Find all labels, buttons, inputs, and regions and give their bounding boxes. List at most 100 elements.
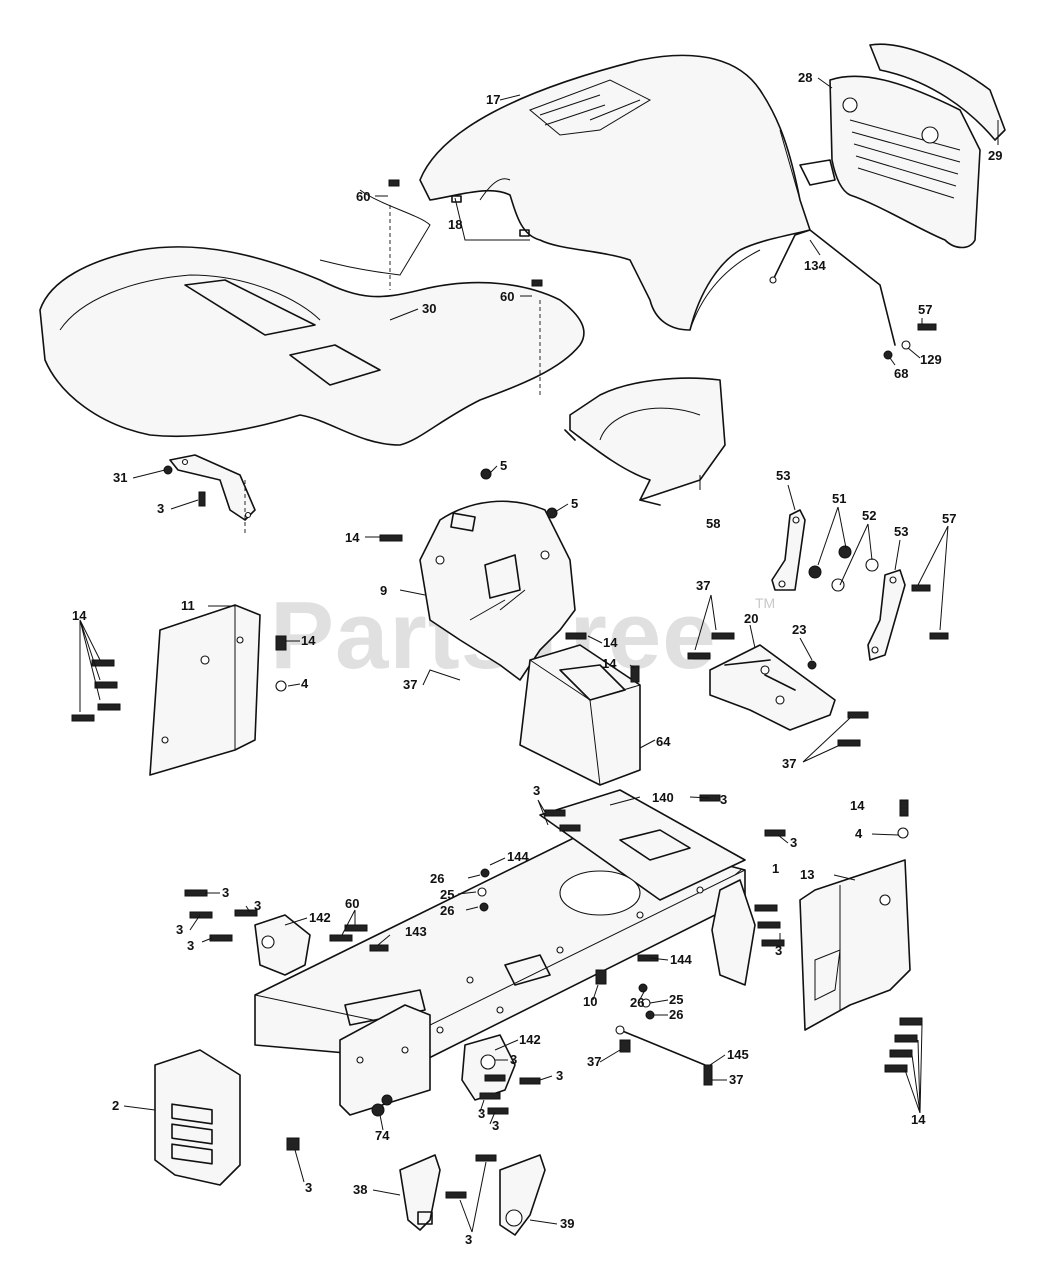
callout-4: 4 bbox=[301, 676, 309, 691]
nut-icon bbox=[645, 1010, 655, 1020]
grille-cover-part-29[interactable] bbox=[869, 43, 1006, 141]
callout-3: 3 bbox=[187, 938, 194, 953]
bolt-icon bbox=[917, 323, 937, 331]
callout-57: 57 bbox=[942, 511, 956, 526]
bracket-part-39[interactable] bbox=[499, 1154, 546, 1236]
callout-10: 10 bbox=[583, 994, 597, 1009]
frame-plate[interactable] bbox=[339, 1004, 431, 1116]
clip-icon bbox=[519, 229, 530, 237]
nut-icon bbox=[480, 868, 490, 878]
nut-icon bbox=[838, 545, 852, 559]
callout-13: 13 bbox=[800, 867, 814, 882]
callout-37: 37 bbox=[403, 677, 417, 692]
callout-39: 39 bbox=[560, 1216, 574, 1231]
callout-31: 31 bbox=[113, 470, 127, 485]
nut-icon bbox=[163, 465, 173, 475]
fender-part-30[interactable] bbox=[39, 189, 585, 446]
bolt-icon bbox=[344, 924, 368, 932]
callout-129: 129 bbox=[920, 352, 942, 367]
main-frame-part-1[interactable] bbox=[254, 789, 746, 1061]
bracket-part-53-right[interactable] bbox=[867, 569, 906, 661]
callout-3: 3 bbox=[775, 943, 782, 958]
bracket-part-53-left[interactable] bbox=[771, 509, 806, 591]
callout-37: 37 bbox=[729, 1072, 743, 1087]
callout-26: 26 bbox=[440, 903, 454, 918]
callout-3: 3 bbox=[465, 1232, 472, 1247]
callout-3: 3 bbox=[222, 885, 229, 900]
callout-26: 26 bbox=[430, 871, 444, 886]
callout-53: 53 bbox=[894, 524, 908, 539]
bolt-icon bbox=[703, 1064, 713, 1086]
callout-3: 3 bbox=[510, 1052, 517, 1067]
callout-25: 25 bbox=[669, 992, 683, 1007]
bolt-icon bbox=[519, 1077, 541, 1085]
front-plate-part-2[interactable] bbox=[154, 1049, 241, 1186]
rear-bracket[interactable] bbox=[711, 879, 756, 986]
callout-38: 38 bbox=[353, 1182, 367, 1197]
callout-144: 144 bbox=[507, 849, 529, 864]
pulley-cover-part-58[interactable] bbox=[564, 377, 726, 506]
axle-bracket-part-142[interactable] bbox=[254, 914, 311, 976]
bolt-icon bbox=[884, 1064, 908, 1073]
bolt-icon bbox=[544, 809, 566, 817]
bolt-icon bbox=[754, 904, 778, 912]
side-panel-part-11[interactable] bbox=[149, 604, 261, 776]
bolt-icon bbox=[899, 799, 909, 817]
washer-icon bbox=[865, 558, 879, 572]
bolt-icon bbox=[565, 632, 587, 640]
bolt-icon bbox=[484, 1074, 506, 1082]
bolt-icon bbox=[209, 934, 233, 942]
callout-3: 3 bbox=[556, 1068, 563, 1083]
callout-labels: 17 28 29 60 18 60 30 134 57 129 68 31 3 … bbox=[72, 70, 1002, 1247]
bolt-icon bbox=[379, 534, 403, 542]
bolt-icon bbox=[286, 1137, 300, 1151]
nut-icon bbox=[381, 1094, 393, 1106]
washer-icon bbox=[275, 680, 287, 692]
rod-part-145[interactable] bbox=[615, 1025, 706, 1066]
bolt-icon bbox=[487, 1107, 509, 1115]
callout-30: 30 bbox=[422, 301, 436, 316]
callout-60: 60 bbox=[356, 189, 370, 204]
callout-17: 17 bbox=[486, 92, 500, 107]
spring-rod-part-134[interactable] bbox=[769, 229, 896, 346]
callout-3: 3 bbox=[492, 1118, 499, 1133]
callout-3: 3 bbox=[305, 1180, 312, 1195]
callout-1: 1 bbox=[772, 861, 779, 876]
callout-3: 3 bbox=[790, 835, 797, 850]
bolt-icon bbox=[757, 921, 781, 929]
bolt-icon bbox=[198, 491, 206, 507]
dash-panel-part-9[interactable] bbox=[419, 500, 576, 681]
callout-3: 3 bbox=[176, 922, 183, 937]
hood-part-17[interactable] bbox=[419, 54, 811, 331]
seat-bracket-part-31[interactable] bbox=[169, 454, 256, 535]
mount-plate-part-20[interactable] bbox=[709, 644, 836, 731]
callout-3: 3 bbox=[478, 1106, 485, 1121]
callout-145: 145 bbox=[727, 1047, 749, 1062]
callout-64: 64 bbox=[656, 734, 671, 749]
bracket-part-38[interactable] bbox=[399, 1154, 441, 1231]
side-panel-part-13[interactable] bbox=[799, 859, 911, 1031]
console-box-part-64[interactable] bbox=[519, 644, 641, 786]
callout-60: 60 bbox=[345, 896, 359, 911]
bolt-icon bbox=[595, 969, 607, 985]
callout-26: 26 bbox=[630, 995, 644, 1010]
nut-icon bbox=[638, 983, 648, 993]
nut-icon bbox=[807, 660, 817, 670]
callout-143: 143 bbox=[405, 924, 427, 939]
callout-25: 25 bbox=[440, 887, 454, 902]
watermark-tm: TM bbox=[755, 595, 775, 611]
callout-26: 26 bbox=[669, 1007, 683, 1022]
callout-142: 142 bbox=[309, 910, 331, 925]
bolt-icon bbox=[91, 659, 115, 667]
axle-bracket-part-142-right[interactable] bbox=[461, 1034, 516, 1101]
bolt-icon bbox=[687, 652, 711, 660]
bolt-icon bbox=[889, 1049, 913, 1058]
callout-3: 3 bbox=[157, 501, 164, 516]
bolt-icon bbox=[71, 714, 95, 722]
bolt-icon bbox=[97, 703, 121, 711]
callout-57: 57 bbox=[918, 302, 932, 317]
callout-58: 58 bbox=[706, 516, 720, 531]
bolt-icon bbox=[837, 739, 861, 747]
callout-134: 134 bbox=[804, 258, 826, 273]
grille-part-28[interactable] bbox=[799, 75, 981, 249]
